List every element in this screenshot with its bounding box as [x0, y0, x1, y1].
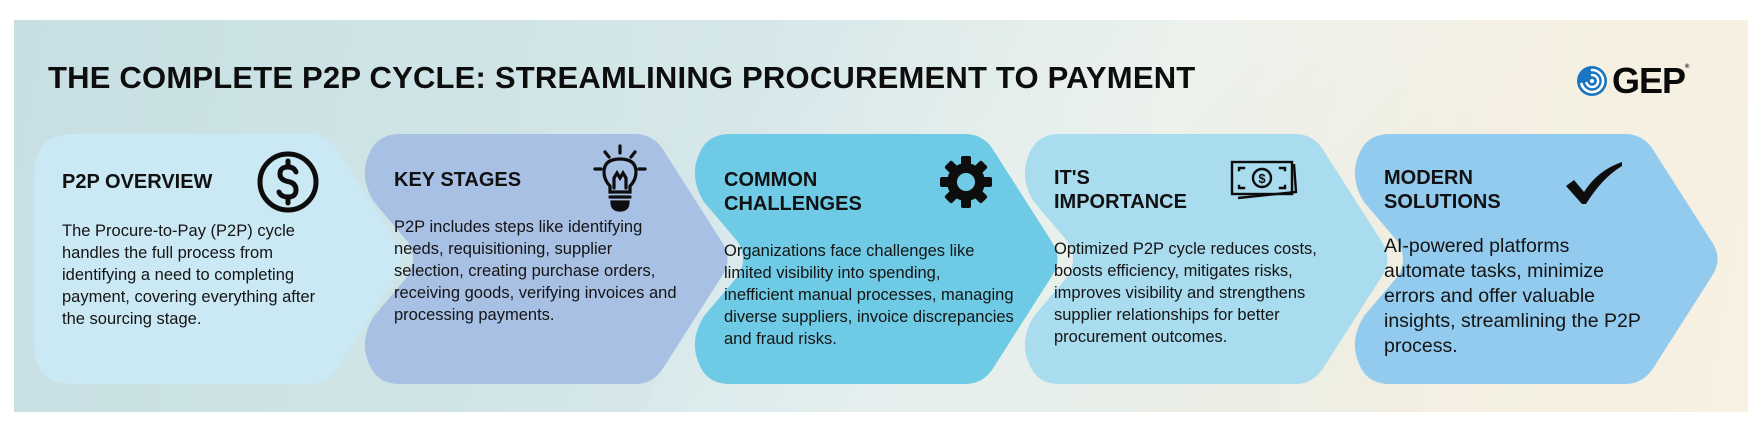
stage-title: IT'S IMPORTANCE: [1054, 167, 1187, 213]
stage-title: MODERN SOLUTIONS: [1384, 167, 1501, 213]
stage-description: P2P includes steps like identifying need…: [394, 218, 677, 324]
stage-modern-solutions: MODERN SOLUTIONS AI-powered platforms au…: [1350, 134, 1710, 384]
svg-text:$: $: [1258, 171, 1266, 186]
stage-its-importance: IT'S IMPORTANCE $ Optimized P2P cycle re…: [1020, 134, 1380, 384]
banknote-icon: $: [1230, 160, 1298, 200]
stage-title: COMMON CHALLENGES: [724, 169, 862, 215]
process-chevrons: P2P OVERVIEW The Procure-to-Pay (P2P) cy…: [14, 20, 1748, 412]
gep-logo: GEP®: [1576, 60, 1690, 102]
stage-common-challenges: COMMON CHALLENGES Organizations face ch: [690, 134, 1050, 384]
stage-description: Optimized P2P cycle reduces costs, boost…: [1054, 240, 1317, 346]
stage-description: Organizations face challenges like limit…: [724, 242, 1014, 348]
stage-description: The Procure-to-Pay (P2P) cycle handles t…: [62, 222, 316, 328]
stage-4-shape: [1024, 134, 1388, 384]
stage-key-stages: KEY STAGES P2P includes steps like ident…: [360, 134, 720, 384]
stage-title: P2P OVERVIEW: [62, 171, 213, 193]
stage-2-shape: [364, 134, 728, 384]
gep-swirl-icon: [1577, 66, 1607, 96]
page-title: THE COMPLETE P2P CYCLE: STREAMLINING PRO…: [48, 60, 1196, 95]
stage-5-shape: [1354, 134, 1718, 384]
lightbulb-icon: [593, 144, 647, 212]
logo-text: GEP®: [1612, 60, 1690, 101]
stage-title: KEY STAGES: [394, 169, 522, 191]
infographic-panel: THE COMPLETE P2P CYCLE: STREAMLINING PRO…: [14, 20, 1748, 412]
gear-icon: [940, 156, 992, 208]
checkmark-icon: [1566, 162, 1622, 204]
stage-p2p-overview: P2P OVERVIEW The Procure-to-Pay (P2P) cy…: [34, 134, 394, 384]
dollar-circle-icon: [257, 151, 319, 213]
stage-description: AI-powered platforms automate tasks, min…: [1384, 235, 1641, 357]
